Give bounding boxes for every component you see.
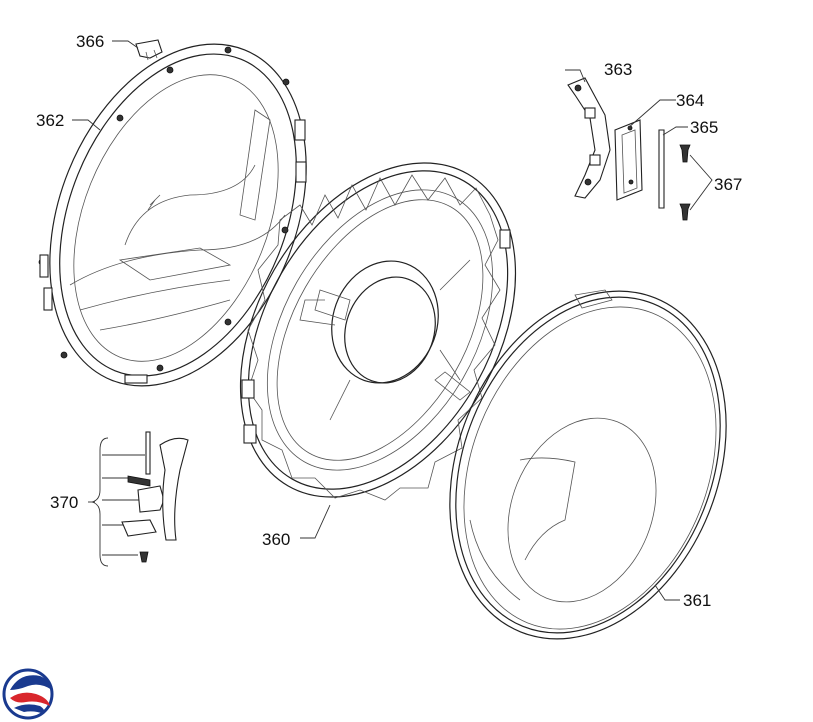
- label-361: 361: [683, 591, 711, 610]
- label-366: 366: [76, 32, 104, 51]
- part-360-door-ring[interactable]: [184, 114, 572, 546]
- part-365-pin[interactable]: [658, 129, 665, 209]
- part-370-lock-assembly[interactable]: [91, 431, 189, 567]
- leader-lines: [72, 40, 713, 601]
- part-367-screws[interactable]: [679, 144, 691, 221]
- label-370: 370: [50, 493, 78, 512]
- label-364: 364: [676, 91, 704, 110]
- part-361-outer-door[interactable]: [400, 249, 776, 680]
- brand-swirl-logo-icon: [2, 668, 54, 720]
- label-365: 365: [690, 118, 718, 137]
- label-363: 363: [604, 60, 632, 79]
- label-367: 367: [714, 175, 742, 194]
- part-363-hinge[interactable]: [567, 77, 611, 199]
- part-362-inner-frame[interactable]: [2, 6, 354, 424]
- part-364-bracket[interactable]: [614, 119, 643, 201]
- label-360: 360: [262, 530, 290, 549]
- label-362: 362: [36, 111, 64, 130]
- part-366-clip[interactable]: [135, 39, 163, 61]
